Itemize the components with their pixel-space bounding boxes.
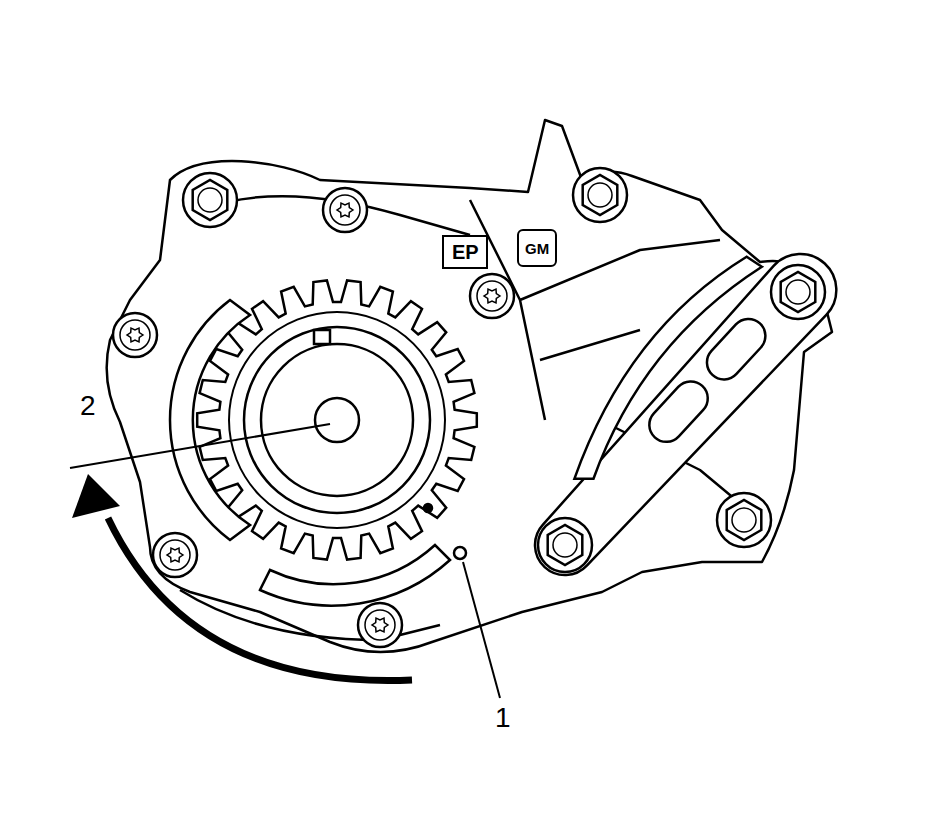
torx-socket — [127, 328, 143, 342]
callout-number-holder: 2 — [80, 392, 96, 420]
bolt-face — [198, 188, 222, 212]
hex-bolt — [193, 180, 228, 220]
torx-bolt — [323, 188, 367, 232]
torx-bolt — [153, 533, 197, 577]
bolt-washer — [183, 173, 237, 227]
bolt-face — [732, 508, 756, 532]
bolt-face — [588, 183, 612, 207]
part-marking: EP — [452, 242, 479, 262]
part-marking-holder: EP — [452, 242, 479, 262]
bolt-head — [365, 610, 395, 640]
bolt-face — [786, 280, 810, 304]
torx-bolt — [358, 603, 402, 647]
hex-bolt — [548, 525, 583, 565]
ep-mark-frame — [443, 236, 487, 268]
hub — [244, 327, 430, 513]
bolt-washer — [717, 493, 771, 547]
shaft-bore — [315, 398, 359, 442]
callout-number: 2 — [80, 392, 96, 420]
torx-socket — [372, 618, 388, 632]
bolt-head — [330, 195, 360, 225]
hex-bolt — [781, 272, 816, 312]
bolt-head — [477, 281, 507, 311]
logo-text-holder: GM — [525, 241, 549, 256]
arrowhead — [72, 474, 120, 518]
bolt-face — [553, 533, 577, 557]
logo-frame — [518, 230, 556, 266]
cover-flange — [260, 545, 450, 606]
bolt-washer — [538, 518, 592, 572]
rotation-arrow — [108, 518, 412, 681]
bolt-washer — [573, 168, 627, 222]
callout-number: 1 — [495, 704, 511, 732]
timing-mark — [424, 504, 432, 512]
hex-bolt — [583, 175, 618, 215]
torx-socket — [167, 548, 183, 562]
logo-text: GM — [525, 241, 549, 256]
key — [314, 330, 330, 344]
leader-line — [463, 562, 500, 698]
hex-bolt — [727, 500, 762, 540]
torx-bolt — [470, 274, 514, 318]
torx-socket — [337, 203, 353, 217]
hub-ring — [261, 344, 413, 496]
tensioner-arm — [488, 212, 851, 592]
torx-socket — [484, 289, 500, 303]
bolt-head — [120, 320, 150, 350]
alignment-hole — [454, 547, 466, 559]
callout-number-holder: 1 — [495, 704, 511, 732]
bolt-washer — [771, 265, 825, 319]
bolt-head — [160, 540, 190, 570]
torx-bolt — [113, 313, 157, 357]
cover-flange — [170, 300, 250, 540]
sprocket-web — [229, 312, 445, 528]
bolts — [113, 168, 825, 647]
leader-line — [70, 424, 330, 468]
